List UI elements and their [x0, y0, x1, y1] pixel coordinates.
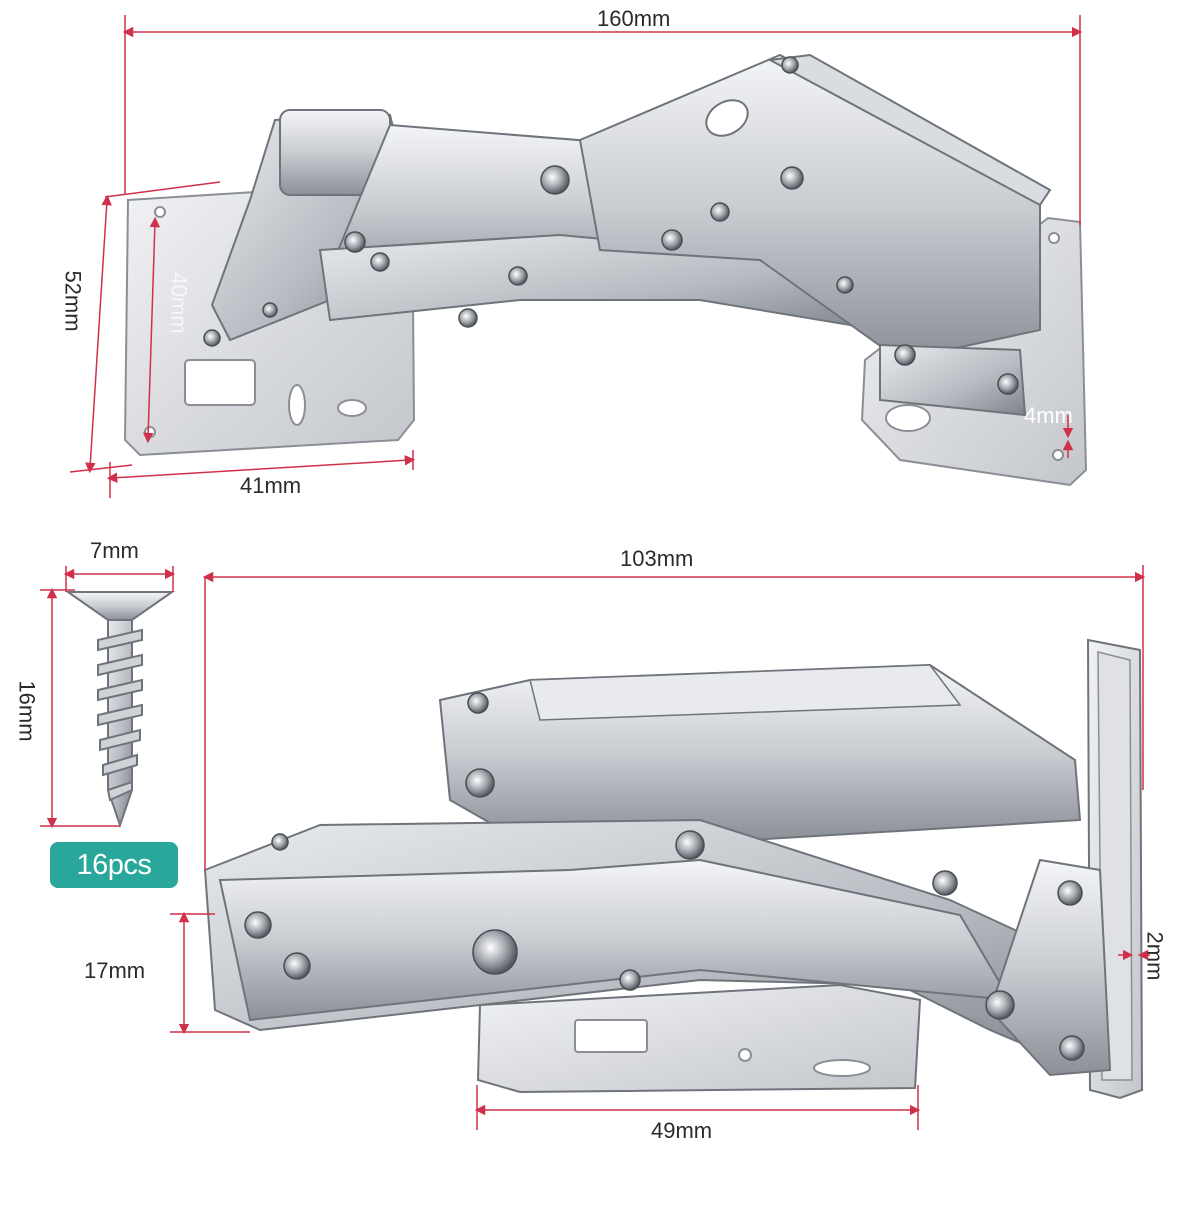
dim-top-plate-width: 41mm — [240, 473, 302, 498]
bottom-dimension-lines — [170, 565, 1150, 1130]
dim-bottom-plate-thickness: 2mm — [1142, 931, 1168, 981]
top-hinge — [123, 53, 1088, 487]
quantity-badge: 16pcs — [50, 842, 178, 888]
dim-screw-head: 7mm — [90, 538, 139, 563]
dim-bottom-length: 103mm — [620, 546, 694, 571]
dim-bottom-plate-width: 49mm — [651, 1118, 713, 1143]
dim-screw-length: 16mm — [14, 680, 40, 742]
top-dimension-lines — [69, 15, 1083, 498]
bottom-hinge — [203, 638, 1144, 1100]
screw-illustration — [64, 591, 176, 829]
screw-dimension-lines — [40, 566, 176, 829]
dim-top-height-outer: 52mm — [60, 270, 86, 332]
dim-top-thickness: 4mm — [1024, 403, 1073, 428]
dim-bottom-arm-height: 17mm — [84, 958, 146, 983]
dim-top-height-inner: 40mm — [166, 272, 192, 334]
dim-top-length: 160mm — [597, 6, 671, 31]
